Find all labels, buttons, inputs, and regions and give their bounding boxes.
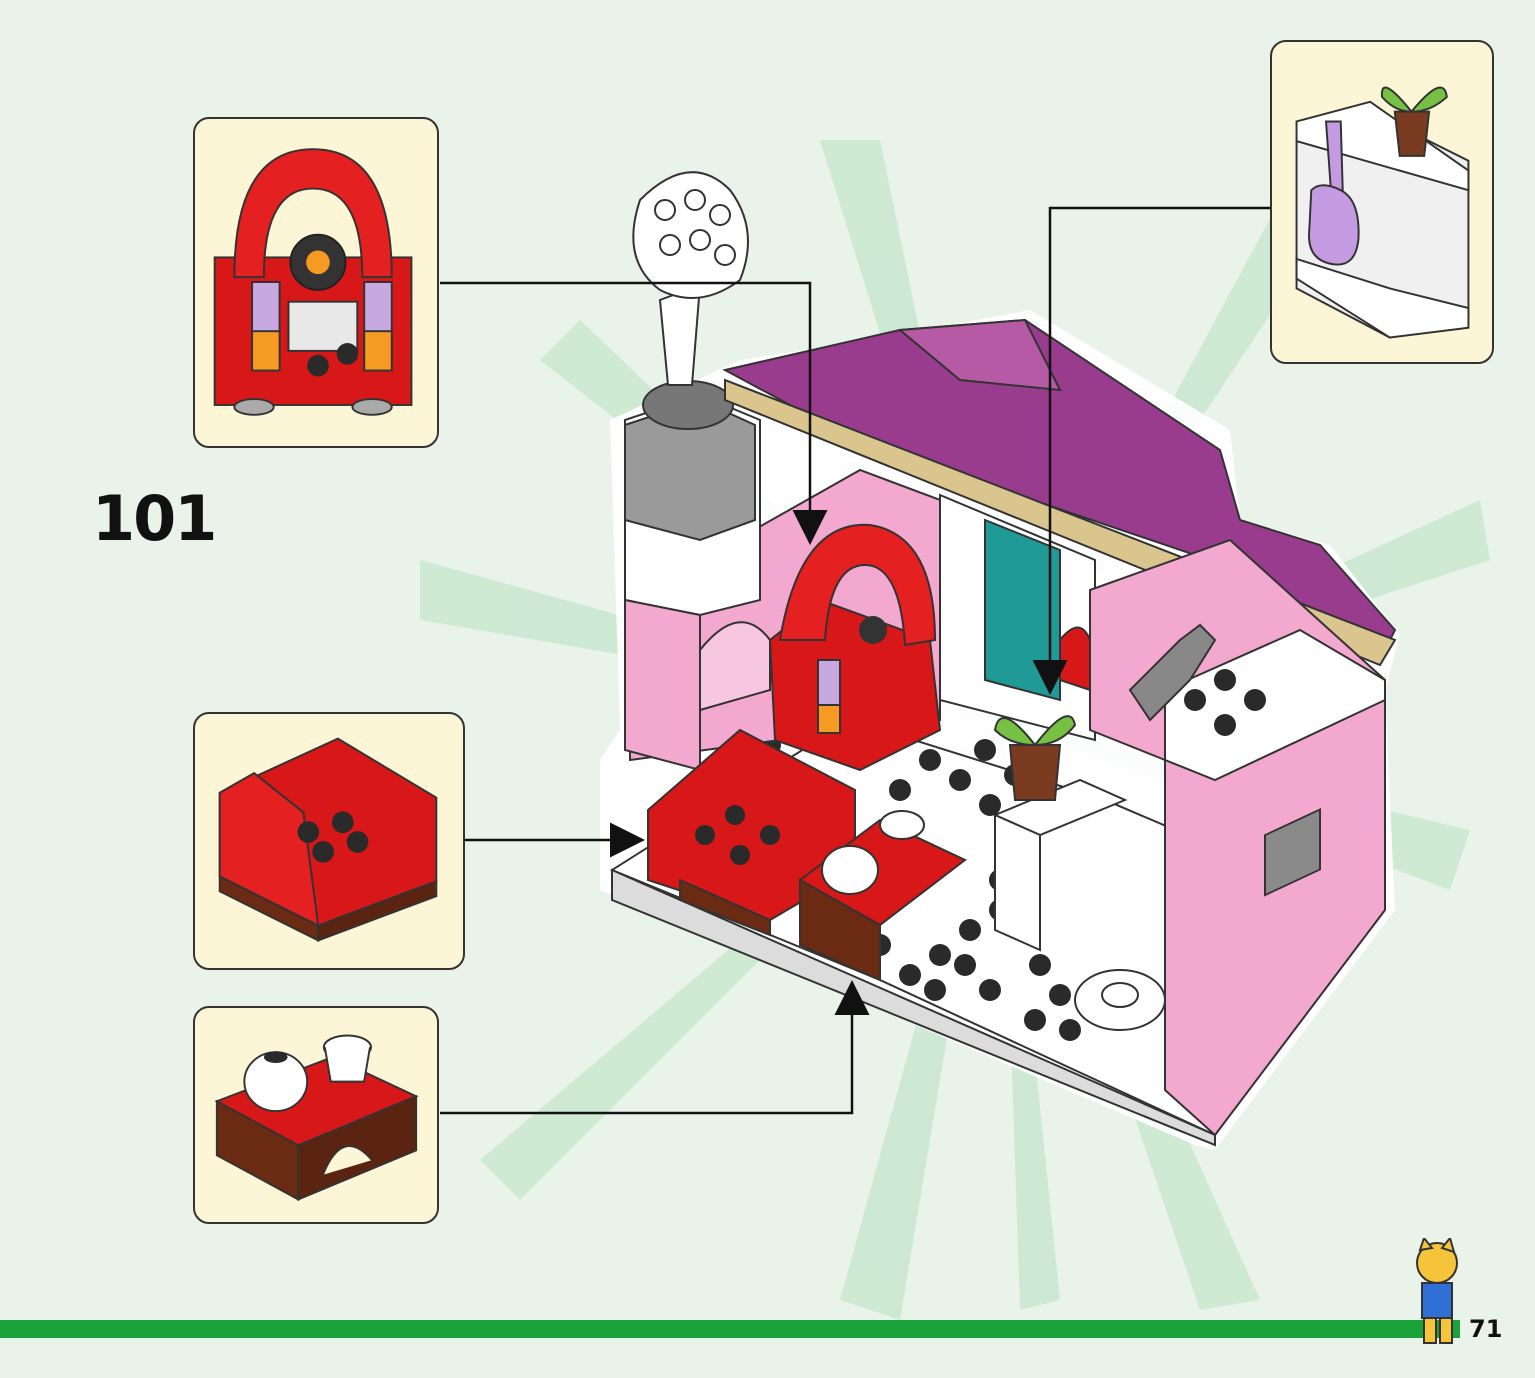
vent: [1264, 808, 1321, 897]
wall-shade-red: [1059, 626, 1091, 692]
model-jukebox-tube-orange: [817, 704, 841, 734]
page-number: 71: [1469, 1315, 1503, 1343]
sofa-studs: [695, 805, 780, 865]
gramophone-arm: [658, 283, 702, 386]
model-table-side: [799, 878, 881, 982]
leader-jukebox: [440, 281, 828, 545]
pillar-pink: [624, 598, 701, 772]
jukebox-icon: [213, 148, 413, 416]
step-number: 101: [92, 482, 217, 555]
base-side: [611, 868, 1216, 1147]
plate-center: [1101, 982, 1139, 1008]
gramophone-base: [642, 380, 734, 430]
pot: [1008, 744, 1062, 801]
model-jukebox-record: [859, 616, 887, 644]
door: [984, 518, 1061, 702]
horn-holes: [654, 189, 736, 266]
model-teapot: [821, 845, 879, 895]
lamp: [1128, 623, 1217, 722]
plant-leaves: [993, 715, 1077, 747]
sofa-icon: [218, 737, 438, 943]
callout-sofa: [193, 712, 465, 970]
teapot-icon: [214, 1034, 419, 1202]
right-counter: [1164, 628, 1386, 782]
leader-table: [440, 980, 870, 1115]
footer-bar: [0, 1320, 1460, 1338]
shelf-side: [994, 813, 1041, 952]
model-cup: [879, 810, 925, 840]
callout-guitar-shelf: [1270, 40, 1494, 364]
counter-studs: [1184, 669, 1266, 736]
model-sofa-base: [679, 878, 771, 937]
callout-tea-table: [193, 1006, 439, 1224]
mascot-icon: [1416, 1238, 1458, 1344]
callout-jukebox: [193, 117, 439, 448]
leader-guitar: [1032, 206, 1270, 695]
leader-lines: [440, 206, 1270, 1115]
guitar-icon: [1295, 86, 1470, 339]
roof-ridge: [897, 318, 1062, 392]
